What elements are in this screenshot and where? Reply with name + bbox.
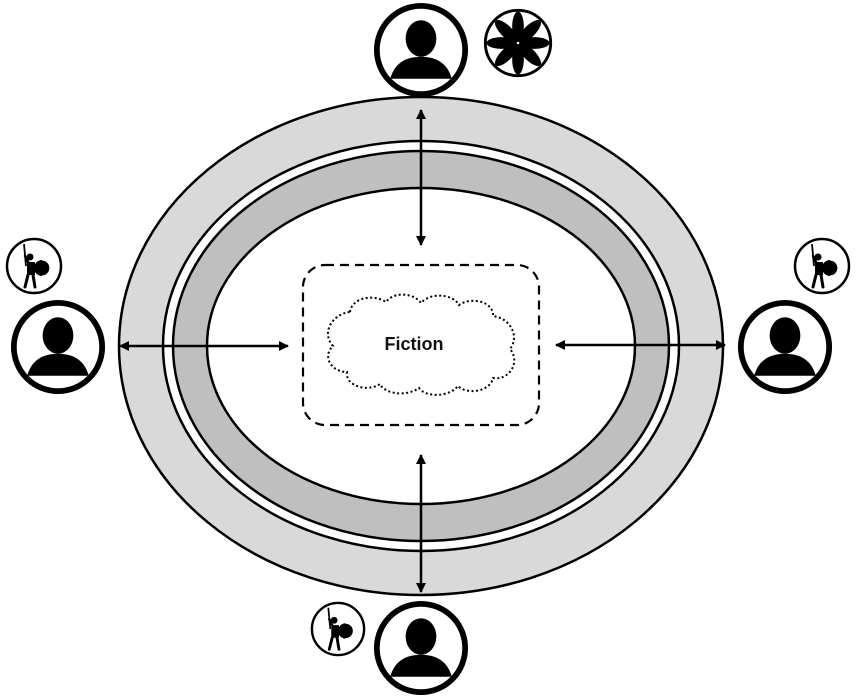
asterisk-icon: [483, 8, 553, 78]
participant-left: [5, 237, 102, 391]
warrior-icon: [310, 601, 366, 657]
participant-bottom: [310, 601, 465, 692]
fiction-frame: [301, 263, 541, 427]
arrows: [119, 109, 726, 593]
fiction-label: Fiction: [385, 334, 444, 354]
warrior-icon: [5, 237, 63, 295]
person-icon: [377, 6, 465, 94]
participant-top: [377, 6, 553, 94]
person-icon: [14, 303, 102, 391]
person-icon: [741, 303, 829, 391]
fiction-cloud: [327, 293, 516, 396]
person-icon: [377, 604, 465, 692]
warrior-icon: [793, 237, 851, 295]
participant-right: [741, 237, 851, 391]
